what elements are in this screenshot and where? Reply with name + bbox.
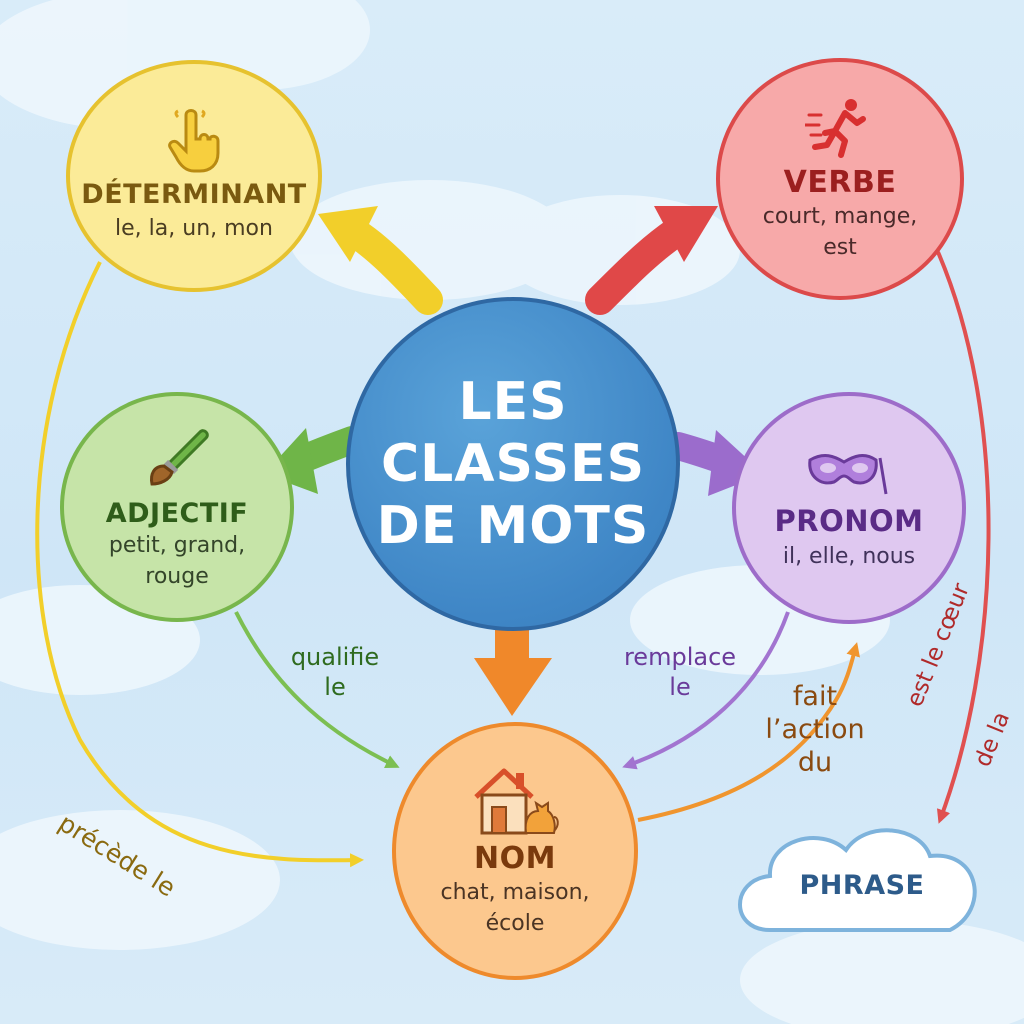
label-remplace-line-2: le xyxy=(669,673,691,701)
label-qualifie-line-1: qualifie xyxy=(290,643,380,671)
determinant-examples: le, la, un, mon xyxy=(115,216,273,242)
arrow-qualifie xyxy=(234,611,400,769)
phrase-cloud xyxy=(738,828,977,932)
verbe-bubble: VERBE court, mange, est xyxy=(716,58,964,300)
label-remplace-line-1: remplace xyxy=(623,643,737,671)
nom-title: NOM xyxy=(474,841,556,877)
label-fait-action-line-1: fait xyxy=(792,681,838,712)
label-remplace: remplace le xyxy=(600,642,760,702)
adjectif-title: ADJECTIF xyxy=(105,498,249,530)
label-qualifie: qualifie le xyxy=(270,642,400,702)
arrow-precede xyxy=(35,261,364,868)
arrow-remplace xyxy=(622,611,790,770)
center-title-line-3: DE MOTS xyxy=(376,496,650,556)
center-title-line-1: LES xyxy=(458,372,568,432)
pronom-bubble: PRONOM il, elle, nous xyxy=(732,392,966,624)
nom-bubble: NOM chat, maison, école xyxy=(392,722,638,980)
pronom-examples: il, elle, nous xyxy=(782,543,916,569)
adjectif-examples-line-1: petit, grand, xyxy=(108,533,246,559)
verbe-examples-line-1: court, mange, xyxy=(762,204,918,230)
pronom-title: PRONOM xyxy=(774,503,924,538)
label-fait-action-line-3: du xyxy=(797,747,833,778)
verbe-examples-line-2: est xyxy=(823,234,857,260)
label-fait-action: fait l’action du xyxy=(750,680,880,779)
label-fait-action-line-2: l’action xyxy=(765,714,865,745)
phrase-label: PHRASE xyxy=(799,870,925,901)
arrow-to-determinant xyxy=(318,206,443,315)
pointing-hand-icon xyxy=(168,109,220,173)
running-person-icon xyxy=(805,99,866,159)
arrow-fait-action xyxy=(637,642,860,822)
nom-examples-line-2: école xyxy=(485,910,545,936)
verbe-title: VERBE xyxy=(783,165,897,201)
determinant-title: DÉTERMINANT xyxy=(81,179,307,211)
center-title-bubble: LES CLASSES DE MOTS xyxy=(346,297,680,631)
house-cat-icon xyxy=(474,768,559,835)
nom-examples-line-1: chat, maison, xyxy=(440,880,590,906)
arrow-coeur xyxy=(936,251,991,824)
adjectif-examples-line-2: rouge xyxy=(145,563,209,589)
mask-icon xyxy=(808,453,888,495)
label-qualifie-line-2: le xyxy=(324,673,346,701)
determinant-bubble: DÉTERMINANT le, la, un, mon xyxy=(66,60,322,292)
adjectif-bubble: ADJECTIF petit, grand, rouge xyxy=(60,392,294,622)
arrow-to-verbe xyxy=(585,206,718,315)
center-title-line-2: CLASSES xyxy=(380,434,646,494)
paintbrush-icon xyxy=(150,429,209,486)
